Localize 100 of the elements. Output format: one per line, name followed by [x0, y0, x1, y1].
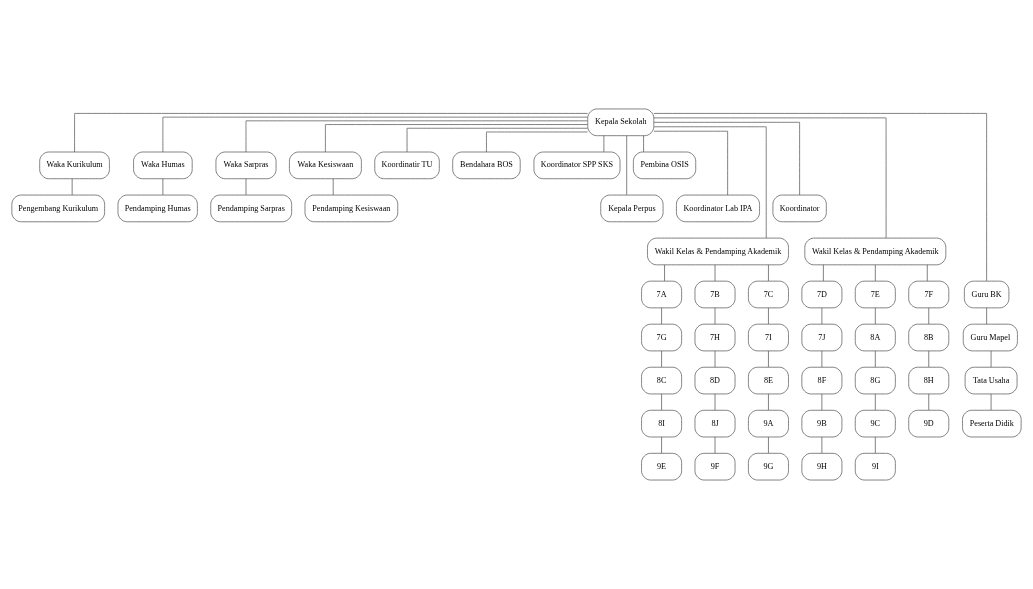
connector	[661, 350, 662, 368]
connector	[653, 126, 767, 239]
node-box: Peserta Didik	[962, 409, 1022, 438]
node-box: 9C	[854, 409, 896, 438]
node-box: 7I	[748, 323, 789, 352]
connector	[714, 350, 716, 368]
connector	[874, 264, 876, 282]
node-box: 7D	[801, 280, 843, 309]
connector	[928, 307, 930, 325]
connector	[821, 393, 823, 411]
connector	[714, 436, 716, 454]
connector	[714, 393, 716, 411]
node-box: 9B	[801, 409, 843, 438]
node-box: 8E	[748, 366, 789, 395]
connector	[986, 307, 987, 325]
node-box: 7B	[694, 280, 736, 309]
node-box: Kepala Perpus	[600, 194, 664, 223]
node-box: Guru BK	[964, 280, 1010, 309]
connector	[71, 178, 73, 196]
node-box: Tata Usaha	[964, 366, 1018, 395]
connector	[768, 264, 769, 282]
node-box: Waka Kurikulum	[39, 151, 110, 180]
node-box: 8F	[801, 366, 843, 395]
node-box: 8H	[908, 366, 950, 395]
connector	[768, 436, 769, 454]
connector	[664, 264, 665, 282]
node-box: Koordinatir TU	[374, 151, 440, 180]
connector	[626, 135, 628, 196]
node-box: 9D	[908, 409, 950, 438]
node-box: Koordinator Lab IPA	[676, 194, 760, 223]
connector	[874, 350, 876, 368]
connector	[821, 350, 823, 368]
connector	[928, 393, 930, 411]
connector	[821, 307, 823, 325]
node-box: 7E	[854, 280, 896, 309]
node-box: Pendamping Sarpras	[210, 194, 292, 223]
node-box: Pendamping Humas	[117, 194, 198, 223]
node-box: Waka Kesiswaan	[289, 151, 362, 180]
connector	[714, 307, 716, 325]
node-box: 7F	[908, 280, 950, 309]
node-box: 9I	[854, 452, 896, 481]
node-box: Pengembang Kurikulum	[11, 194, 105, 223]
node-box: Waka Sarpras	[215, 151, 277, 180]
connector	[643, 135, 644, 153]
node-box: 8B	[908, 323, 950, 352]
connector	[245, 178, 247, 196]
connector	[653, 121, 800, 196]
connector	[325, 124, 588, 153]
connector	[245, 120, 588, 153]
node-box: Pendamping Kesiswaan	[304, 194, 399, 223]
connector	[768, 350, 769, 368]
node-box: Kepala Sekolah	[587, 108, 655, 137]
connector	[661, 393, 662, 411]
connector	[874, 393, 876, 411]
connector	[653, 117, 887, 239]
node-box: 8I	[641, 409, 682, 438]
connector	[653, 113, 987, 282]
connector	[603, 135, 605, 153]
node-box: 7J	[801, 323, 843, 352]
node-box: 9E	[641, 452, 682, 481]
node-box: 9G	[748, 452, 789, 481]
node-box: Guru Mapel	[962, 323, 1018, 352]
connector	[486, 131, 588, 153]
connector	[768, 393, 769, 411]
node-box: 9F	[694, 452, 736, 481]
connector	[990, 350, 992, 368]
connector	[768, 307, 769, 325]
connector	[162, 116, 588, 153]
node-box: 7C	[748, 280, 789, 309]
node-box: 8J	[694, 409, 736, 438]
node-box: Bendahara BOS	[452, 151, 521, 180]
connector	[874, 436, 876, 454]
node-box: 7H	[694, 323, 736, 352]
node-box: 8D	[694, 366, 736, 395]
node-box: Wakil Kelas & Pendamping Akademik	[647, 237, 789, 266]
connector	[823, 264, 824, 282]
connector	[653, 130, 728, 196]
node-box: Wakil Kelas & Pendamping Akademik	[804, 237, 947, 266]
node-box: 8A	[854, 323, 896, 352]
connector	[874, 307, 876, 325]
node-box: 9A	[748, 409, 789, 438]
connector	[332, 178, 334, 196]
node-box: 9H	[801, 452, 843, 481]
node-box: Waka Humas	[133, 151, 193, 180]
node-box: 8C	[641, 366, 682, 395]
node-box: 7G	[641, 323, 682, 352]
connector	[661, 307, 662, 325]
connector	[714, 264, 716, 282]
connector	[990, 393, 992, 411]
connector	[821, 436, 823, 454]
connector	[926, 264, 928, 282]
connector	[661, 436, 662, 454]
node-box: Koordinator	[772, 194, 827, 223]
node-box: Koordinator SPP SKS	[533, 151, 621, 180]
node-box: 7A	[641, 280, 682, 309]
connector	[162, 178, 164, 196]
node-box: Pembina OSIS	[633, 151, 697, 180]
connector	[928, 350, 930, 368]
connector	[406, 127, 588, 153]
node-box: 8G	[854, 366, 896, 395]
